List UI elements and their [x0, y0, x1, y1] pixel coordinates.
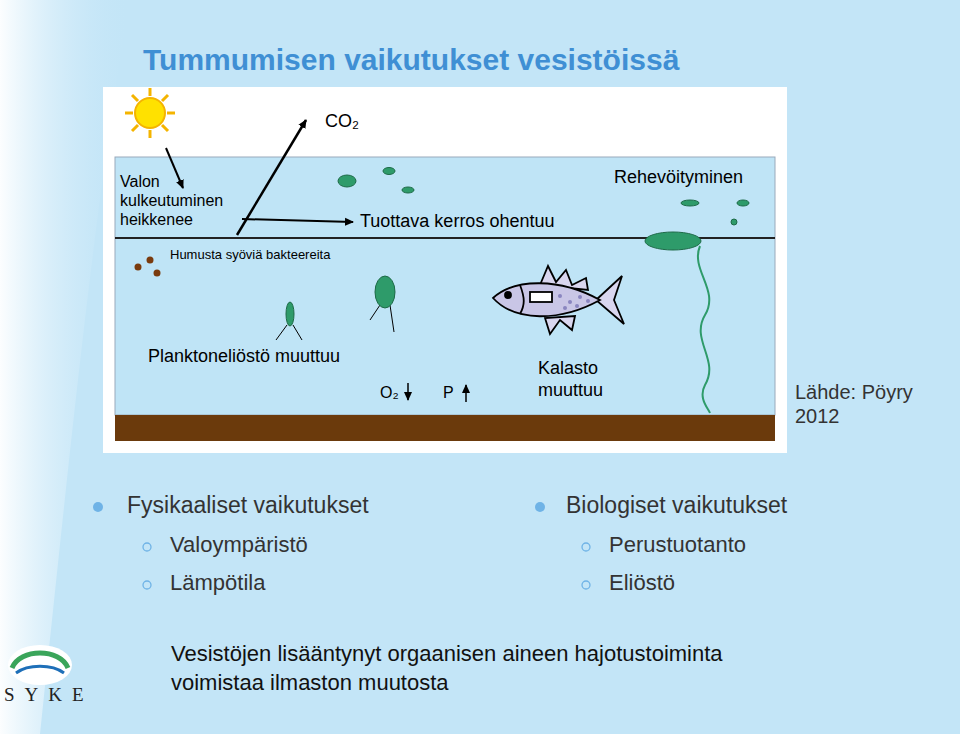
fish-label: Kalasto muuttuu [538, 358, 618, 401]
plankton [276, 276, 395, 340]
logo-text: SYKE [4, 684, 94, 707]
bullet-heading: Fysikaaliset vaikutukset [127, 492, 369, 520]
sediment [115, 415, 775, 441]
bullet-item: Eliöstö [609, 570, 675, 596]
oxygen-label: O₂ [380, 383, 399, 402]
eutrophication-label: Rehevöityminen [614, 167, 743, 189]
source-note: Lähde: Pöyry 2012 [795, 380, 925, 428]
layer-label: Tuottava kerros ohentuu [360, 211, 554, 233]
bacteria [135, 257, 161, 277]
plankton-label: Planktoneliöstö muuttuu [148, 346, 340, 368]
lake-water [115, 157, 775, 415]
bacteria-label: Humusta syöviä bakteereita [170, 247, 330, 263]
slide-title: Tummumisen vaikutukset vesistöissä [143, 42, 679, 78]
bullet-heading: Biologiset vaikutukset [566, 492, 787, 520]
bullet-item: Valoympäristö [170, 532, 308, 558]
algae [338, 168, 749, 251]
co2-arrow [237, 120, 306, 235]
light-arrow [166, 148, 183, 188]
algae-filament [698, 246, 710, 413]
bullet-item: Perustuotanto [609, 532, 746, 558]
p-up-arrow [465, 385, 467, 402]
syke-logo [8, 645, 72, 685]
light-label: Valon kulkeutuminen heikkenee [120, 172, 240, 230]
fish [493, 266, 624, 334]
sun [125, 88, 175, 138]
phosphorus-label: P [443, 383, 454, 402]
o2-down-arrow [407, 383, 409, 400]
footer-note: Vesistöjen lisääntynyt orgaanisen aineen… [171, 640, 801, 697]
layer-arrow [242, 219, 353, 222]
co2-label: CO₂ [325, 111, 359, 133]
illustration-frame [103, 87, 787, 453]
bullet-item: Lämpötila [170, 570, 265, 596]
